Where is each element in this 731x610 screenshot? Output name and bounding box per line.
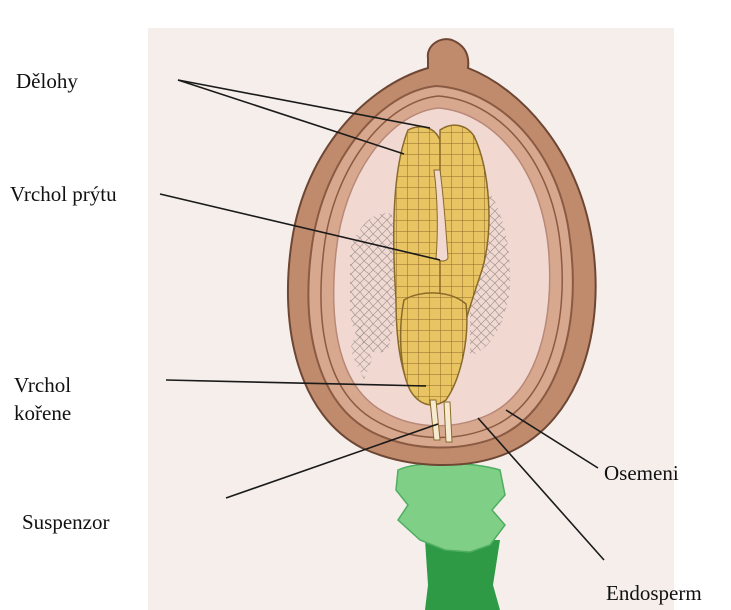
label-seed-coat: Osemeni: [604, 460, 679, 486]
label-shoot-apex: Vrchol prýtu: [10, 181, 117, 207]
label-suspensor: Suspenzor: [22, 509, 110, 535]
label-root-apex-line1: Vrchol: [14, 372, 71, 398]
suspensor-tissue: [396, 463, 505, 610]
label-root-apex-line2: kořene: [14, 400, 71, 426]
label-cotyledons: Dělohy: [16, 68, 78, 94]
label-endosperm: Endosperm: [606, 580, 702, 606]
